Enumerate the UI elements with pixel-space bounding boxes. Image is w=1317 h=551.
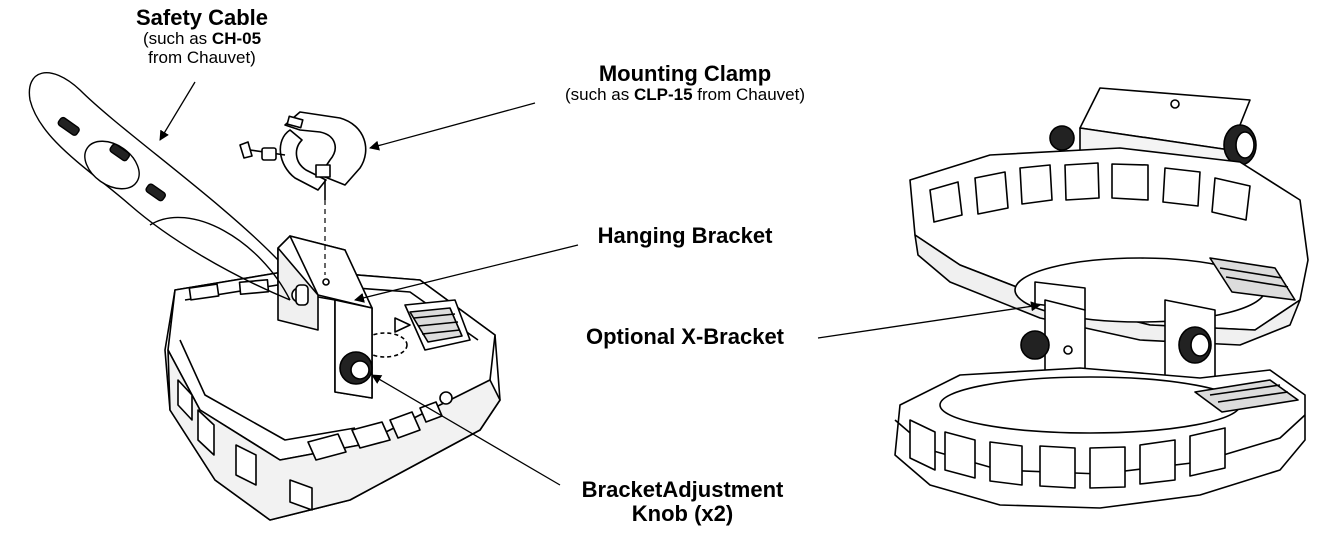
mounting-clamp-sub-post: from Chauvet) bbox=[692, 85, 805, 105]
mounting-clamp-title: Mounting Clamp bbox=[598, 61, 772, 86]
bracket-knob-word-adjustment: Adjustment bbox=[662, 477, 784, 502]
bracket-knob-arrow bbox=[371, 374, 561, 486]
safety-cable-model: CH-05 bbox=[211, 29, 262, 49]
safety-cable-label: Safety Cable (such as CH-05 from Chauvet… bbox=[112, 5, 292, 68]
safety-cable-arrow bbox=[159, 81, 196, 141]
hanging-bracket-arrow bbox=[354, 244, 579, 303]
mounting-clamp bbox=[239, 111, 367, 275]
hanging-bracket-label: Hanging Bracket bbox=[570, 223, 800, 248]
optional-x-bracket-title: Optional X-Bracket bbox=[585, 324, 785, 349]
safety-cable bbox=[28, 72, 291, 301]
right-fixture-bottom bbox=[894, 367, 1306, 509]
safety-cable-title: Safety Cable bbox=[135, 5, 269, 30]
bracket-knob-line2: Knob (x2) bbox=[631, 501, 734, 527]
safety-cable-sub-line1: (such as CH-05 bbox=[112, 29, 292, 49]
left-fixture bbox=[164, 269, 501, 521]
safety-cable-sub-line2: from Chauvet) bbox=[148, 47, 256, 67]
x-bracket-arrow bbox=[817, 301, 1041, 339]
safety-cable-sub-pre: (such as bbox=[142, 29, 212, 49]
bracket-knob-line1: BracketAdjustment bbox=[555, 477, 810, 502]
mounting-clamp-arrow bbox=[369, 102, 536, 151]
callout-arrows bbox=[159, 81, 1041, 486]
mounting-clamp-model: CLP-15 bbox=[633, 85, 693, 105]
bracket-knob-word-bracket: Bracket bbox=[581, 477, 663, 502]
optional-x-bracket-label: Optional X-Bracket bbox=[560, 324, 810, 349]
mounting-clamp-label: Mounting Clamp (such as CLP-15 from Chau… bbox=[530, 61, 840, 105]
mounting-clamp-sub-pre: (such as bbox=[565, 85, 634, 105]
bracket-adjustment-knob-label: BracketAdjustment Knob (x2) bbox=[555, 477, 810, 527]
hanging-bracket-left bbox=[277, 235, 373, 399]
mounting-clamp-sub: (such as CLP-15 from Chauvet) bbox=[530, 85, 840, 105]
hanging-bracket-title: Hanging Bracket bbox=[597, 223, 773, 248]
